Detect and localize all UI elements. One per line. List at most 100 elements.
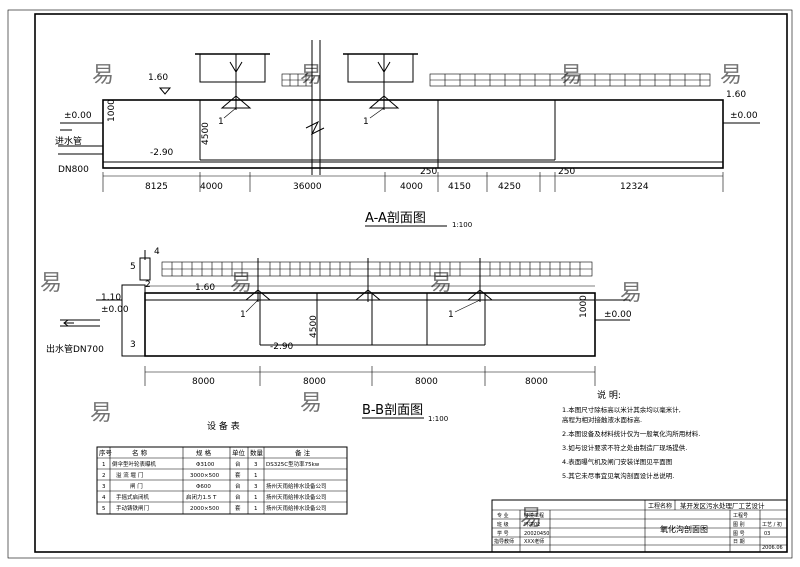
section-aa-scale: 1:100 bbox=[452, 221, 472, 229]
title-block: 工程名称 某开发区污水处理厂工艺设计 氧化沟剖面图 专 业 环境工程 班 级 环… bbox=[491, 499, 788, 553]
section-bb-scale: 1:100 bbox=[428, 415, 448, 423]
table-row: 4 手摇式启闭机 启闭力1.5 T 台 1 扬州天雨给排水设备公司 bbox=[102, 493, 327, 501]
dim-label: 8000 bbox=[415, 377, 438, 387]
dim-label: 4150 bbox=[448, 182, 471, 192]
watermark: 易 bbox=[300, 63, 322, 88]
svg-text:3000×500: 3000×500 bbox=[190, 473, 220, 479]
svg-text:图 号: 图 号 bbox=[733, 531, 745, 537]
svg-text:扬州天雨给排水设备公司: 扬州天雨给排水设备公司 bbox=[266, 504, 327, 512]
watermark: 易 bbox=[520, 506, 542, 531]
svg-text:1: 1 bbox=[254, 473, 258, 479]
note-line: 4.表面曝气机及闸门安装详图见平面图 bbox=[562, 457, 672, 466]
svg-text:3: 3 bbox=[254, 462, 258, 468]
table-row: 3 闸 门 Φ600 台 3 扬州天雨给排水设备公司 bbox=[102, 482, 327, 490]
svg-text:2: 2 bbox=[102, 473, 106, 479]
dim-label: 8000 bbox=[525, 377, 548, 387]
dim-label: 8125 bbox=[145, 182, 168, 192]
watermark: 易 bbox=[92, 63, 114, 88]
section-bb-title: B-B剖面图 bbox=[362, 403, 423, 418]
svg-text:2000×500: 2000×500 bbox=[190, 506, 220, 512]
svg-text:指导教师: 指导教师 bbox=[494, 538, 514, 545]
height-label: 4500 bbox=[201, 122, 211, 145]
svg-text:手动铸铁闸门: 手动铸铁闸门 bbox=[116, 504, 149, 512]
dim-label: 250 bbox=[558, 167, 575, 177]
svg-text:学 号: 学 号 bbox=[497, 530, 509, 537]
section-bb: 出水管DN700 1.60 1.10 ±0.00 -2.90 ±0.00 4 5… bbox=[46, 247, 632, 423]
inlet-pipe-dn: DN800 bbox=[58, 165, 89, 175]
marker-label: 1 bbox=[218, 117, 224, 127]
table-row: 1 倒伞型叶轮表曝机 Φ3100 台 3 DS325C型功率75kw bbox=[102, 460, 320, 468]
level-label: ±0.00 bbox=[604, 310, 632, 320]
svg-text:日 期: 日 期 bbox=[733, 539, 745, 545]
marker-label: 4 bbox=[154, 247, 160, 257]
level-label: ±0.00 bbox=[64, 111, 92, 121]
table-row: 2 溢 流 堰 门 3000×500 套 1 bbox=[102, 471, 258, 479]
drawing-name: 氧化沟剖面图 bbox=[660, 524, 708, 534]
watermark: 易 bbox=[620, 281, 642, 306]
dim-label: 8000 bbox=[303, 377, 326, 387]
svg-text:名 称: 名 称 bbox=[132, 448, 148, 457]
svg-text:台: 台 bbox=[235, 460, 241, 468]
outer-border bbox=[7, 9, 793, 559]
watermark: 易 bbox=[300, 391, 322, 416]
level-label: 1.60 bbox=[726, 90, 746, 100]
equipment-table: 设 备 表 序号 名 称 规 格 单位 数量 备 注 1 倒伞型叶轮表曝机 Φ3… bbox=[96, 420, 348, 515]
svg-text:图 别: 图 别 bbox=[733, 521, 745, 528]
svg-text:扬州天雨给排水设备公司: 扬州天雨给排水设备公司 bbox=[266, 482, 327, 490]
svg-text:工程号: 工程号 bbox=[733, 512, 748, 519]
note-line: 1.本图尺寸除标高以米计其余均以毫米计, bbox=[562, 405, 681, 414]
svg-text:工艺 / 初: 工艺 / 初 bbox=[762, 521, 782, 528]
svg-text:1: 1 bbox=[102, 462, 106, 468]
note-line: 高程为相对接触液水面标高. bbox=[562, 415, 642, 424]
marker-label: 1 bbox=[240, 310, 246, 320]
svg-text:1: 1 bbox=[254, 495, 258, 501]
dim-label: 4250 bbox=[498, 182, 521, 192]
svg-text:套: 套 bbox=[235, 471, 241, 479]
note-line: 3.如与设计要求不符之处由制造厂现场提供. bbox=[562, 443, 687, 452]
svg-text:5: 5 bbox=[102, 506, 106, 512]
section-aa: 1 1 进水管 DN800 1.60 ±0.00 -2.90 1.60 ±0.0… bbox=[55, 40, 760, 229]
note-line: 5.其它未尽事宜见氧沟剖面设计总说明. bbox=[562, 471, 674, 480]
watermark: 易 bbox=[40, 271, 62, 296]
table-row: 序号 名 称 规 格 单位 数量 备 注 bbox=[99, 448, 311, 457]
svg-text:环境02: 环境02 bbox=[524, 521, 540, 528]
svg-text:Φ3100: Φ3100 bbox=[196, 462, 215, 468]
svg-text:倒伞型叶轮表曝机: 倒伞型叶轮表曝机 bbox=[112, 460, 157, 468]
svg-text:规 格: 规 格 bbox=[196, 448, 212, 457]
svg-text:扬州天雨给排水设备公司: 扬州天雨给排水设备公司 bbox=[266, 493, 327, 501]
dim-label: 12324 bbox=[620, 182, 649, 192]
svg-text:单位: 单位 bbox=[232, 448, 246, 457]
svg-text:手摇式启闭机: 手摇式启闭机 bbox=[116, 493, 150, 501]
svg-text:备 注: 备 注 bbox=[295, 448, 311, 457]
svg-text:DS325C型功率75kw: DS325C型功率75kw bbox=[266, 460, 320, 468]
marker-label: 3 bbox=[130, 340, 136, 350]
dim-label: 4000 bbox=[400, 182, 423, 192]
marker-label: 1 bbox=[363, 117, 369, 127]
outlet-pipe-label: 出水管DN700 bbox=[46, 343, 104, 355]
svg-text:20020450: 20020450 bbox=[524, 531, 549, 537]
level-label: 1.60 bbox=[195, 283, 215, 293]
height-label: 1000 bbox=[579, 295, 589, 318]
project-name: 某开发区污水处理厂工艺设计 bbox=[680, 501, 765, 510]
aerator-icon bbox=[466, 258, 494, 302]
marker-label: 2 bbox=[145, 280, 151, 290]
svg-text:数量: 数量 bbox=[250, 448, 264, 457]
svg-text:Φ600: Φ600 bbox=[196, 484, 211, 490]
svg-text:专 业: 专 业 bbox=[497, 512, 509, 519]
dim-label: 4000 bbox=[200, 182, 223, 192]
svg-text:3: 3 bbox=[254, 484, 258, 490]
level-label: ±0.00 bbox=[101, 305, 129, 315]
level-label: ±0.00 bbox=[730, 111, 758, 121]
svg-text:启闭力1.5 T: 启闭力1.5 T bbox=[186, 493, 217, 501]
watermark: 易 bbox=[430, 271, 452, 296]
inner-border bbox=[34, 13, 788, 553]
svg-text:班 级: 班 级 bbox=[497, 521, 509, 528]
svg-text:台: 台 bbox=[235, 482, 241, 490]
marker-label: 1 bbox=[448, 310, 454, 320]
dim-label: 8000 bbox=[192, 377, 215, 387]
notes-title: 说 明: bbox=[597, 389, 621, 401]
table-row: 5 手动铸铁闸门 2000×500 套 1 扬州天雨给排水设备公司 bbox=[102, 504, 327, 512]
level-label: 1.10 bbox=[101, 293, 121, 303]
svg-text:XXX老师: XXX老师 bbox=[524, 538, 544, 545]
